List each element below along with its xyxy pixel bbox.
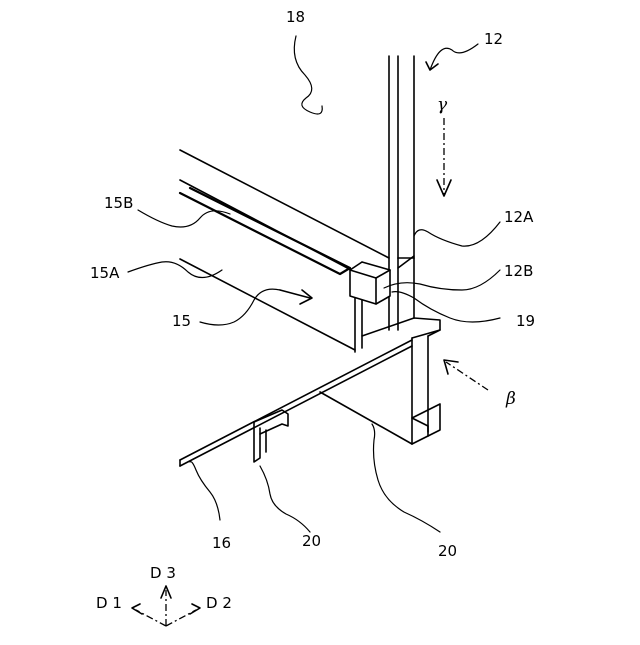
label-15: 15 [172,312,191,330]
direction-indicator [132,586,200,626]
label-15A: 15A [90,264,120,282]
label-gamma: γ [437,95,448,115]
label-20-left: 20 [302,532,321,550]
label-beta: β [505,389,516,409]
label-12A: 12A [504,208,534,226]
connector-block-19 [350,262,390,304]
label-d3: D 3 [150,564,176,582]
direction-labels: D 3 D 1 D 2 [96,564,232,612]
upper-rail-15 [180,150,389,352]
label-15B: 15B [104,194,133,212]
label-16: 16 [212,534,231,552]
label-d2: D 2 [206,594,232,612]
reference-labels: 18 12 γ 15B 12A 15A 12B 15 19 β 16 20 20 [90,8,535,560]
arrows [280,62,488,390]
label-19: 19 [516,312,535,330]
label-18: 18 [286,8,305,26]
plate-16 [180,340,412,466]
label-12: 12 [484,30,503,48]
vertical-post-12 [389,56,414,330]
lower-rail-20 [320,318,440,444]
label-20-right: 20 [438,542,457,560]
label-d1: D 1 [96,594,122,612]
label-12B: 12B [504,262,533,280]
small-bracket-20 [254,410,288,462]
